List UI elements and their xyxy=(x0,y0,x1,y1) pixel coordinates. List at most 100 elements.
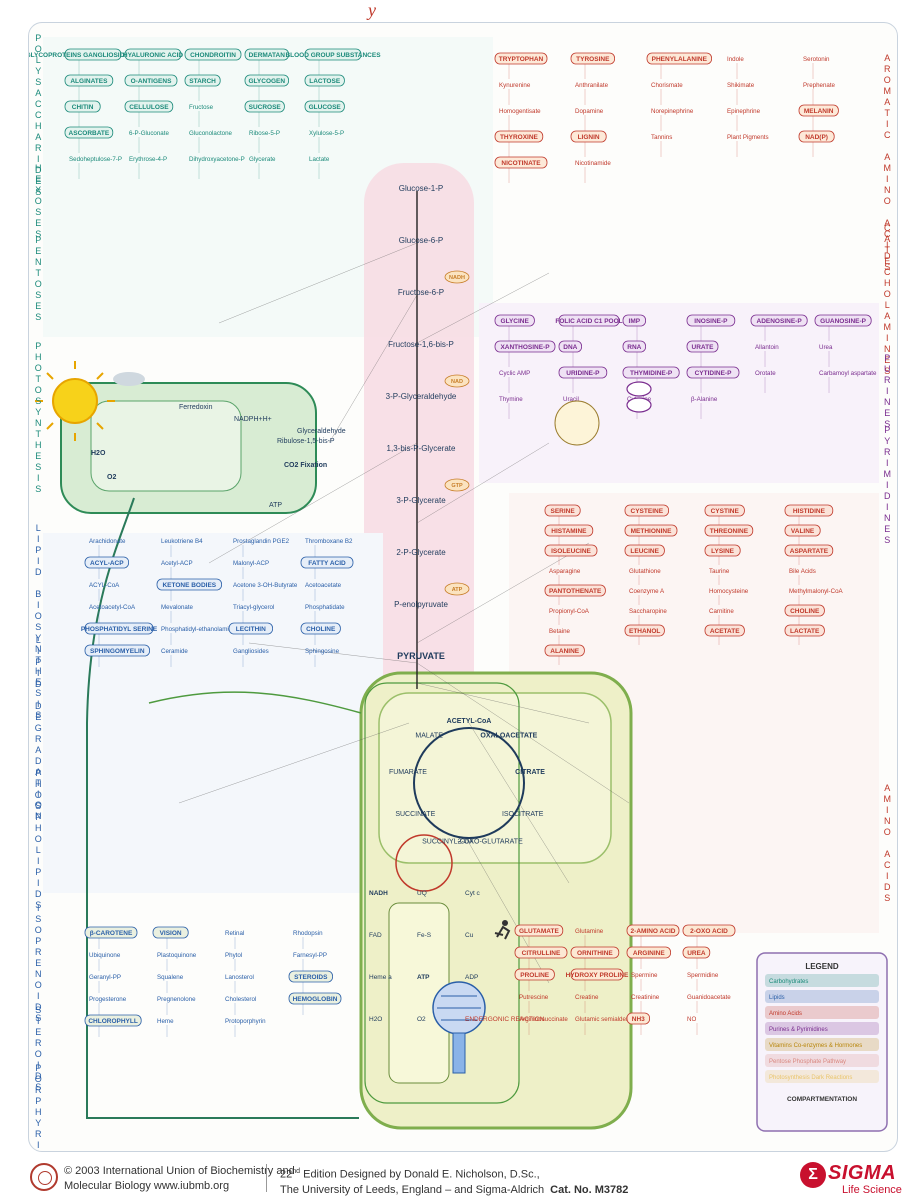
cytoplasm-tube xyxy=(86,497,359,1119)
pathway-box: INOSINE-P xyxy=(694,318,728,325)
metabolite-label: Glutathione xyxy=(629,568,661,575)
metabolite-label: Lactate xyxy=(309,156,330,163)
pathway-box: NICOTINATE xyxy=(501,160,541,167)
folic-acid-pool xyxy=(554,400,600,446)
legend-swatch xyxy=(765,1006,879,1019)
pathway-link xyxy=(416,662,630,804)
brand-subtitle: Life Science xyxy=(842,1184,902,1196)
metabolite-label: Ribose-5-P xyxy=(249,130,280,137)
metabolite-label: Acetone 3-OH-Butyrate xyxy=(233,582,298,589)
cofactor-bubble xyxy=(444,582,470,596)
pathway-box-bg xyxy=(624,544,665,557)
pathway-link xyxy=(218,242,418,324)
lipid-region xyxy=(43,533,383,893)
section-label-left: PENTOSES xyxy=(33,235,44,323)
pathway-box: URATE xyxy=(692,344,715,351)
photosynthesis-label: NADPH+H+ xyxy=(234,416,272,423)
legend-entry: Amino Acids xyxy=(769,1011,802,1017)
legend-entry: Purines & Pyrimidines xyxy=(769,1027,828,1033)
pathway-box: LIGNIN xyxy=(578,134,600,141)
pathway-box-bg xyxy=(184,74,221,87)
metabolite-label: Sphingosine xyxy=(305,648,340,655)
pathway-box-bg xyxy=(558,314,620,327)
section-label-left: PORPHYRINS xyxy=(33,1063,44,1152)
section-label-left: PHOSPHOLIPIDS xyxy=(33,768,44,911)
pathway-box-bg xyxy=(64,100,101,113)
metabolite-label: Asparagine xyxy=(549,568,581,575)
sun-icon xyxy=(52,378,98,424)
metabolite-label: Acetoacetate xyxy=(305,582,342,589)
pathway-box: VALINE xyxy=(791,528,815,535)
pathway-box: HYALURONIC ACID xyxy=(123,52,183,59)
pathway-box: DERMATAN xyxy=(249,52,286,59)
thylakoid xyxy=(90,400,242,492)
pathway-box-bg xyxy=(156,578,222,591)
pathway-box-bg xyxy=(570,968,624,981)
metabolite-label: Phosphatidate xyxy=(305,604,345,611)
cloud-icon xyxy=(113,372,145,386)
pathway-box-bg xyxy=(64,48,122,61)
pathway-box: β-CAROTENE xyxy=(90,930,133,937)
pathway-box-bg xyxy=(814,314,872,327)
metabolite-label: Uracil xyxy=(563,396,579,403)
pathway-box-bg xyxy=(244,74,289,87)
pathway-box: ARGININE xyxy=(633,950,665,957)
metabolite-label: β-Alanine xyxy=(691,396,718,403)
pathway-box: THYMIDINE-P xyxy=(630,370,673,377)
section-label-left: POLYSACCHARIDES xyxy=(33,33,44,198)
pathway-box-bg xyxy=(544,544,598,557)
legend-title: LEGEND xyxy=(805,962,839,971)
pathway-box: FOLIC ACID C1 POOL xyxy=(555,318,622,325)
pathway-box-bg xyxy=(84,644,150,657)
pathway-link xyxy=(416,272,550,344)
pathway-box-bg xyxy=(558,340,583,353)
pathway-box-bg xyxy=(544,504,581,517)
metabolite-label: Plant Pigments xyxy=(727,134,769,141)
metabolite-label: Sedoheptulose-7-P xyxy=(69,156,122,163)
glycolysis-metabolite: PYRUVATE xyxy=(397,651,445,661)
cofactor-label: NADH xyxy=(449,275,465,281)
section-label-right: CATECHOLAMINES xyxy=(882,223,893,377)
metabolite-label: Orotate xyxy=(755,370,776,377)
pathway-box-bg xyxy=(686,340,719,353)
pathway-box-bg xyxy=(494,52,548,65)
pathway-link xyxy=(248,642,418,664)
metabolite-label: Heme xyxy=(157,1018,174,1025)
metabolite-label: Glutamine xyxy=(575,928,604,935)
pathway-box-bg xyxy=(514,946,568,959)
copyright-line2[interactable]: Molecular Biology www.iubmb.org xyxy=(64,1180,230,1192)
edition-line2: The University of Leeds, England – and S… xyxy=(280,1183,628,1198)
pathway-box-bg xyxy=(84,1014,142,1027)
mitochondria-label: Cyt c xyxy=(465,890,481,897)
pathway-box-bg xyxy=(304,48,362,61)
photosynthesis-label: Ferredoxin xyxy=(179,404,213,411)
sigma-logo-icon: Σ xyxy=(800,1162,826,1188)
section-label-right: PURINES xyxy=(882,353,893,430)
metabolite-label: Nicotinamide xyxy=(575,160,611,167)
pathway-box: XANTHOSINE-P xyxy=(500,344,550,351)
metabolite-label: Protoporphyrin xyxy=(225,1018,266,1025)
brand-name: SIGMA xyxy=(828,1162,897,1184)
pathway-box: GLYCINE xyxy=(501,318,530,325)
pathway-box: GLUTAMATE xyxy=(519,928,559,935)
pathway-box: GLUCOSE xyxy=(309,104,342,111)
runner-head xyxy=(502,920,508,926)
pathway-box-bg xyxy=(622,340,647,353)
pathway-box-bg xyxy=(494,314,535,327)
mitochondrion-matrix xyxy=(378,692,612,864)
pathway-box-bg xyxy=(626,946,671,959)
legend-entry: Lipids xyxy=(769,995,785,1001)
pathway-box-bg xyxy=(624,524,678,537)
pathway-box: CYSTINE xyxy=(711,508,740,515)
tca-metabolite: CITRATE xyxy=(515,769,545,776)
metabolite-label: Glutamic semialdehyde xyxy=(575,1016,640,1023)
atp-synthase-stalk xyxy=(452,1032,466,1074)
metabolite-label: Geranyl-PP xyxy=(89,974,121,981)
glycolysis-metabolite: Fructose-1,6-bis-P xyxy=(388,340,454,349)
pathway-box: ETHANOL xyxy=(629,628,660,635)
pathway-box-bg xyxy=(514,968,555,981)
pathway-box: IMP xyxy=(629,318,641,325)
photosynthesis-label: CO2 Fixation xyxy=(284,462,327,469)
metabolite-label: Methylmalonyl-CoA xyxy=(789,588,844,595)
